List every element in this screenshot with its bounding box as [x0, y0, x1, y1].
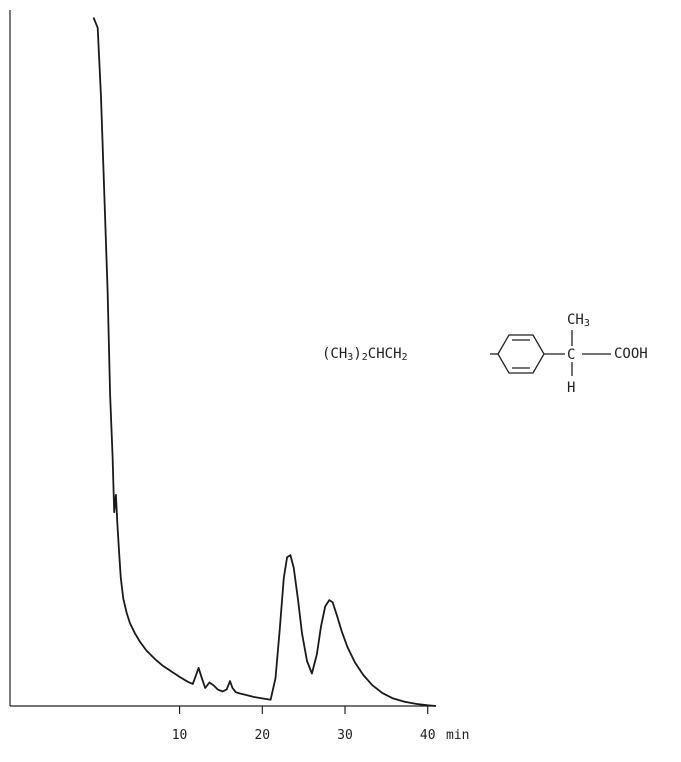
structural-formula: (CH3)2CHCH2 CH3 C H COOH — [322, 312, 648, 396]
x-axis-ticks: 10 20 30 40 — [172, 706, 436, 743]
formula-methyl-sub: 3 — [584, 318, 590, 329]
series-group — [92, 17, 437, 707]
formula-left-chain: CHCH — [368, 346, 402, 362]
formula-left-chain-sub: 2 — [402, 352, 408, 363]
x-tick-label-40: 40 — [420, 728, 436, 743]
formula-left-base: (CH — [322, 346, 347, 362]
x-tick-label-30: 30 — [337, 728, 353, 743]
formula-hydrogen: H — [567, 380, 575, 396]
benzene-ring — [497, 334, 545, 374]
formula-left-group: (CH3)2CHCH2 — [322, 346, 408, 363]
formula-left-count: 2 — [362, 352, 368, 363]
formula-left-tail: ) — [353, 346, 361, 362]
formula-acid-group: COOH — [614, 346, 648, 362]
x-tick-label-10: 10 — [172, 728, 188, 743]
formula-alpha-carbon: C — [567, 347, 575, 363]
formula-left-sub: 3 — [347, 352, 353, 363]
x-tick-label-20: 20 — [254, 728, 270, 743]
x-axis-unit-label: min — [446, 728, 469, 743]
series-line-0 — [92, 17, 437, 707]
formula-methyl-base: CH — [567, 312, 584, 328]
formula-methyl: CH3 — [567, 312, 590, 329]
